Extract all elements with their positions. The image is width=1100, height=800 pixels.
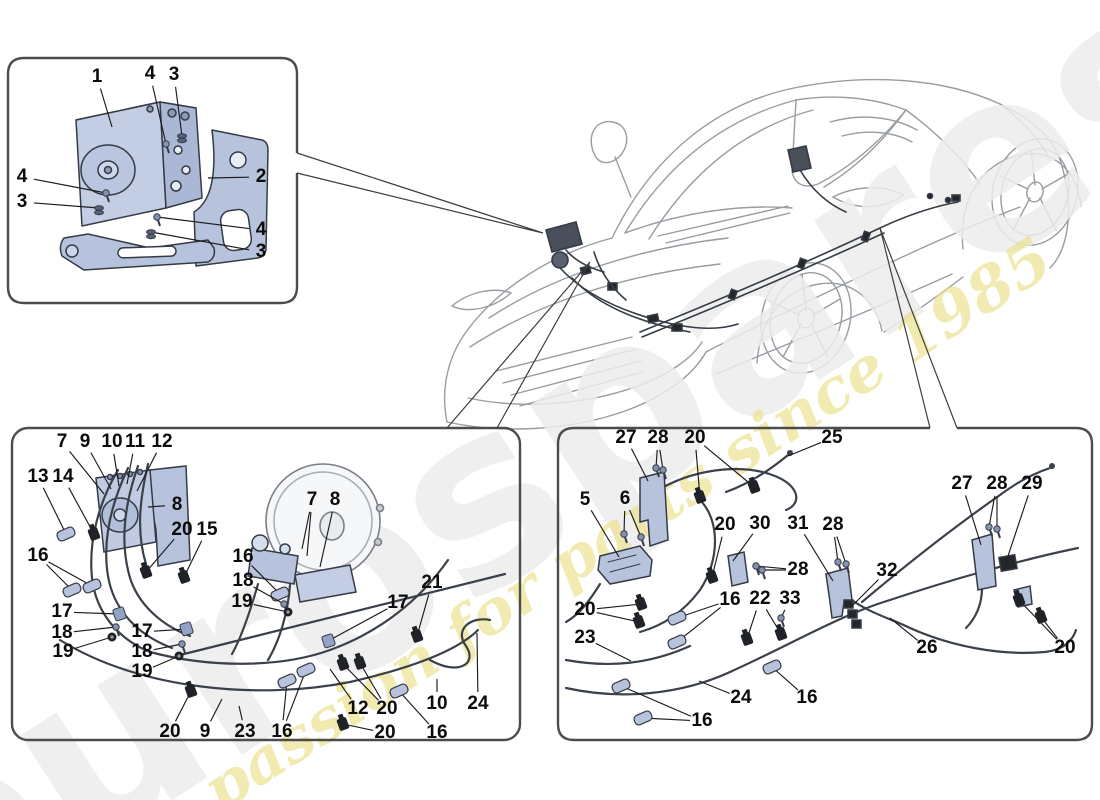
callout-16[interactable]: 16 [719, 589, 741, 611]
front-wheel [760, 262, 852, 374]
callout-28[interactable]: 28 [787, 559, 809, 581]
callout-20[interactable]: 20 [376, 698, 398, 720]
callout-18[interactable]: 18 [131, 641, 153, 663]
callout-12[interactable]: 12 [347, 698, 369, 720]
car-line-art [443, 78, 1082, 430]
callout-14[interactable]: 14 [52, 466, 74, 488]
callout-9[interactable]: 9 [79, 431, 91, 453]
callout-31[interactable]: 31 [787, 513, 809, 535]
callout-16[interactable]: 16 [796, 687, 818, 709]
callout-8[interactable]: 8 [329, 489, 341, 511]
rear-wheel [991, 138, 1079, 246]
callout-leaders-and-parts [33, 85, 1059, 732]
callout-3[interactable]: 3 [16, 191, 28, 213]
callout-20[interactable]: 20 [714, 514, 736, 536]
car-brake-overlay [545, 145, 961, 338]
callout-16[interactable]: 16 [27, 545, 49, 567]
callout-19[interactable]: 19 [231, 591, 253, 613]
callout-23[interactable]: 23 [234, 721, 256, 743]
callout-26[interactable]: 26 [916, 637, 938, 659]
callout-16[interactable]: 16 [271, 721, 293, 743]
callout-24[interactable]: 24 [467, 693, 489, 715]
panel-front-border [10, 426, 522, 742]
callout-20[interactable]: 20 [684, 427, 706, 449]
callout-3[interactable]: 3 [168, 64, 180, 86]
callout-16[interactable]: 16 [232, 546, 254, 568]
callout-33[interactable]: 33 [779, 588, 801, 610]
callout-30[interactable]: 30 [749, 513, 771, 535]
callout-4[interactable]: 4 [16, 166, 28, 188]
callout-15[interactable]: 15 [196, 519, 218, 541]
callout-17[interactable]: 17 [51, 601, 73, 623]
callout-8[interactable]: 8 [171, 494, 183, 516]
callout-18[interactable]: 18 [232, 570, 254, 592]
callout-17[interactable]: 17 [387, 592, 409, 614]
callout-7[interactable]: 7 [306, 489, 318, 511]
callout-29[interactable]: 29 [1021, 473, 1043, 495]
callout-10[interactable]: 10 [101, 431, 123, 453]
callout-4[interactable]: 4 [255, 219, 267, 241]
panel-connector-lines [296, 152, 958, 429]
callout-20[interactable]: 20 [1054, 637, 1076, 659]
callout-1[interactable]: 1 [91, 66, 103, 88]
callout-3[interactable]: 3 [255, 241, 267, 263]
callout-27[interactable]: 27 [951, 473, 973, 495]
callout-28[interactable]: 28 [647, 427, 669, 449]
callout-12[interactable]: 12 [151, 431, 173, 453]
callout-16[interactable]: 16 [426, 722, 448, 744]
callout-19[interactable]: 19 [131, 661, 153, 683]
callout-5[interactable]: 5 [579, 489, 591, 511]
callout-24[interactable]: 24 [730, 687, 752, 709]
callout-4[interactable]: 4 [144, 63, 156, 85]
panel-abs-border [6, 56, 299, 305]
panel-borders [6, 56, 1094, 742]
callout-20[interactable]: 20 [574, 599, 596, 621]
callout-19[interactable]: 19 [52, 641, 74, 663]
front-system-art [58, 462, 507, 692]
callout-7[interactable]: 7 [56, 431, 68, 453]
callout-13[interactable]: 13 [27, 466, 49, 488]
callout-20[interactable]: 20 [374, 722, 396, 744]
callout-20[interactable]: 20 [159, 721, 181, 743]
callout-20[interactable]: 20 [171, 519, 193, 541]
panel-rear-border [556, 426, 1094, 742]
callout-10[interactable]: 10 [426, 693, 448, 715]
callout-16[interactable]: 16 [691, 710, 713, 732]
callout-17[interactable]: 17 [131, 621, 153, 643]
callout-23[interactable]: 23 [574, 627, 596, 649]
callout-27[interactable]: 27 [615, 427, 637, 449]
callout-18[interactable]: 18 [51, 622, 73, 644]
callout-6[interactable]: 6 [619, 488, 631, 510]
callout-25[interactable]: 25 [821, 427, 843, 449]
abs-assembly-art [59, 101, 269, 271]
callout-9[interactable]: 9 [199, 721, 211, 743]
callout-22[interactable]: 22 [749, 588, 771, 610]
callout-11[interactable]: 11 [124, 431, 146, 453]
callout-28[interactable]: 28 [822, 514, 844, 536]
callout-32[interactable]: 32 [876, 560, 898, 582]
callout-28[interactable]: 28 [986, 473, 1008, 495]
callout-21[interactable]: 21 [421, 572, 443, 594]
callout-2[interactable]: 2 [255, 166, 267, 188]
